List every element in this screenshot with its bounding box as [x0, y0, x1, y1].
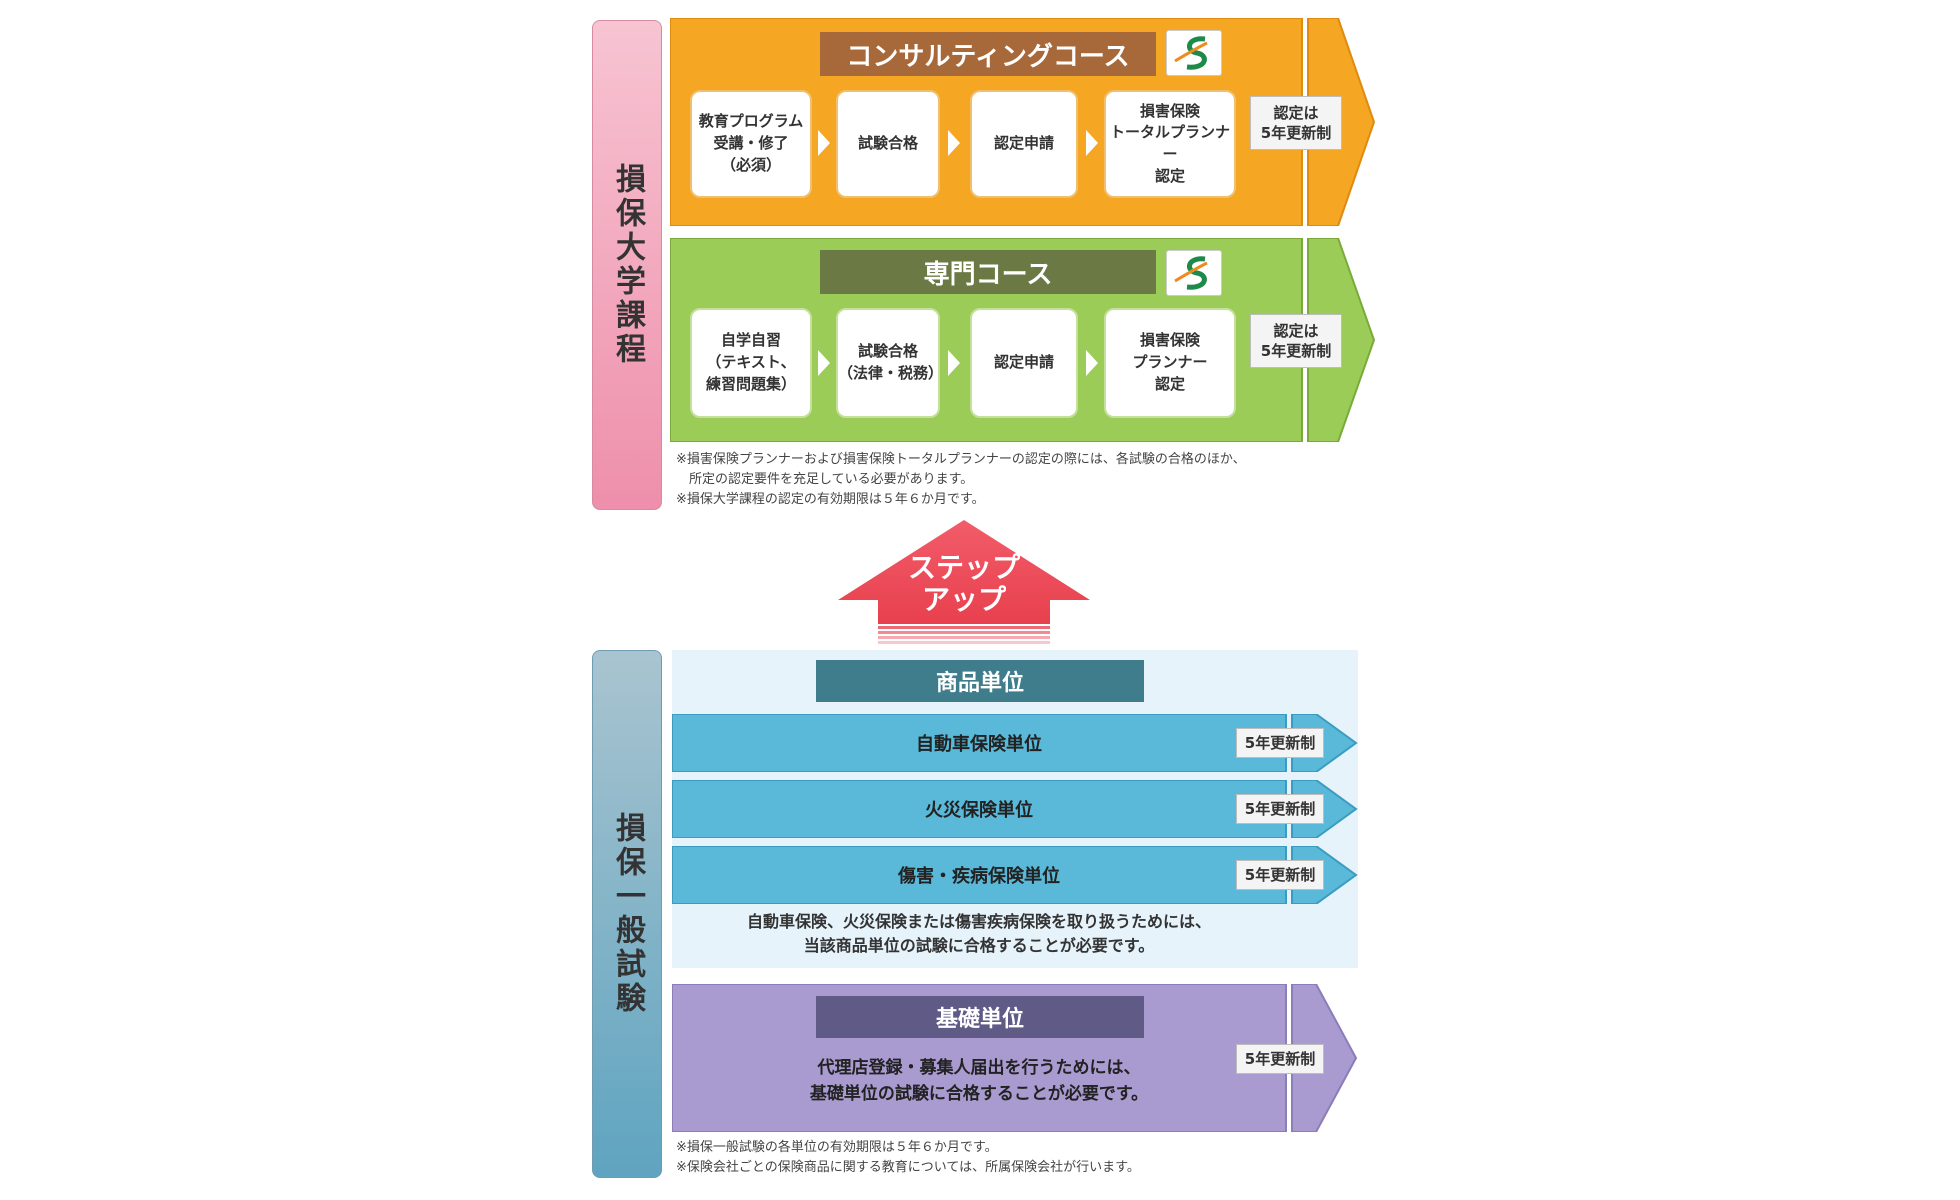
unit-label-fire: 火災保険単位 — [925, 800, 1033, 821]
unit-renewal-auto: 5年更新制 — [1236, 728, 1324, 758]
consulting-course-title: コンサルティングコース — [820, 32, 1156, 76]
consulting-step-2: 試験合格 — [836, 90, 940, 198]
step-up-label: ステップ アップ — [907, 551, 1020, 617]
specialist-step-3: 認定申請 — [970, 308, 1078, 418]
specialist-renewal-badge: 認定は 5年更新制 — [1250, 314, 1342, 368]
basic-unit-title: 基礎単位 — [816, 996, 1144, 1038]
basic-unit-renewal: 5年更新制 — [1236, 1044, 1324, 1074]
unit-renewal-injury: 5年更新制 — [1236, 860, 1324, 890]
chevron-right-icon — [1086, 130, 1098, 156]
specialist-course-title: 専門コース — [820, 250, 1156, 294]
consulting-step-4: 損害保険 トータルプランナー 認定 — [1104, 90, 1236, 198]
specialist-step-1: 自学自習 （テキスト、 練習問題集） — [690, 308, 812, 418]
chevron-right-icon — [948, 130, 960, 156]
chevron-right-icon — [818, 130, 830, 156]
specialist-step-4: 損害保険 プランナー 認定 — [1104, 308, 1236, 418]
unit-label-auto: 自動車保険単位 — [916, 734, 1042, 755]
product-units-title: 商品単位 — [816, 660, 1144, 702]
consulting-renewal-badge: 認定は 5年更新制 — [1250, 96, 1342, 150]
unit-renewal-fire: 5年更新制 — [1236, 794, 1324, 824]
basic-unit-description: 代理店登録・募集人届出を行うためには、 基礎単位の試験に合格することが必要です。 — [809, 1058, 1149, 1104]
sonpo-logo-icon — [1166, 250, 1222, 296]
step-up-arrow — [838, 520, 1090, 644]
side-label-upper-text: 損保大学課程 — [610, 163, 645, 367]
upper-footnote: ※損害保険プランナーおよび損害保険トータルプランナーの認定の際には、各試験の合格… — [676, 452, 1246, 508]
side-label-lower-text: 損保一般試験 — [610, 812, 645, 1016]
side-label-lower: 損保一般試験 — [592, 650, 662, 1178]
sonpo-logo-icon — [1166, 30, 1222, 76]
chevron-right-icon — [1086, 350, 1098, 376]
consulting-step-3: 認定申請 — [970, 90, 1078, 198]
unit-label-injury: 傷害・疾病保険単位 — [898, 866, 1060, 887]
side-label-upper: 損保大学課程 — [592, 20, 662, 510]
lower-footnote: ※損保一般試験の各単位の有効期限は５年６か月です。 ※保険会社ごとの保険商品に関… — [676, 1140, 1140, 1176]
product-units-description: 自動車保険、火災保険または傷害疾病保険を取り扱うためには、 当該商品単位の試験に… — [746, 912, 1211, 955]
specialist-step-2: 試験合格 （法律・税務） — [836, 308, 943, 418]
consulting-step-1: 教育プログラム 受講・修了 （必須） — [690, 90, 812, 198]
chevron-right-icon — [818, 350, 830, 376]
chevron-right-icon — [948, 350, 960, 376]
